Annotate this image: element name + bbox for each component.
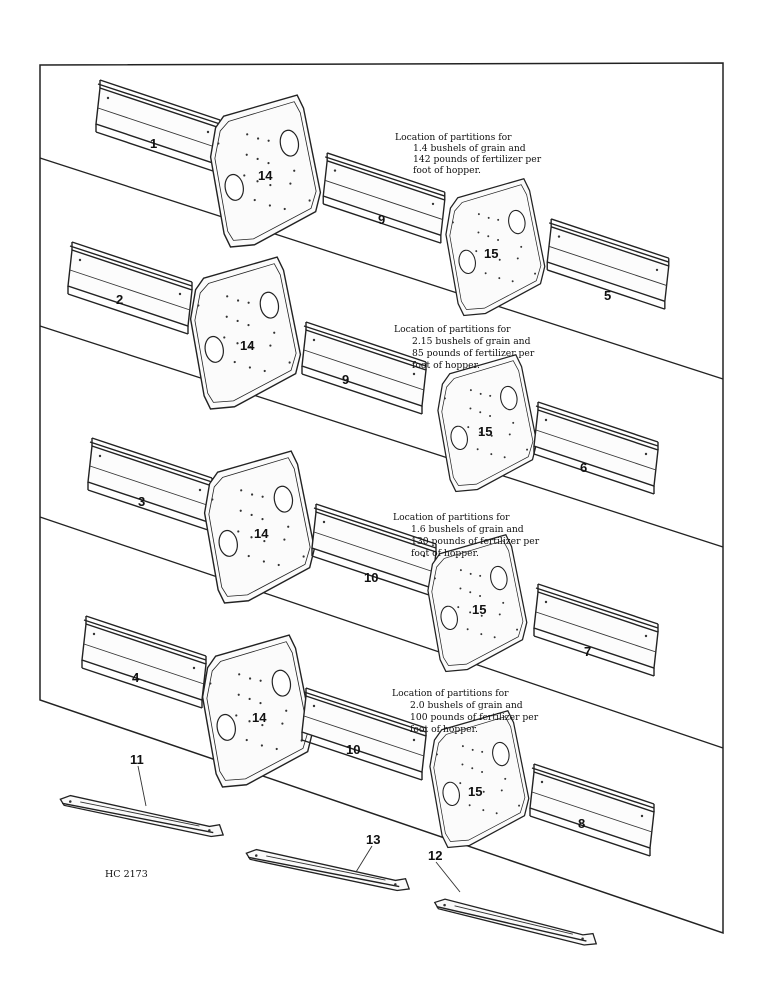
part-number: 10 (346, 742, 360, 757)
row-separator (39, 157, 724, 380)
part-number: 15 (472, 602, 486, 617)
part-number: 9 (342, 372, 349, 387)
part-number: 15 (484, 246, 498, 261)
partition-note: foot of hopper. (411, 548, 479, 559)
partition-note: Location of partitions for (392, 688, 509, 699)
part-number: 8 (578, 816, 585, 831)
row-separator (39, 516, 724, 749)
partition-note: 1.6 bushels of grain and (411, 524, 524, 535)
figure-code: HC 2173 (105, 869, 148, 880)
part-number: 15 (468, 784, 482, 799)
panel-3: 3 14 10 15 7 Location of partitions for … (87, 437, 659, 677)
row-separator (39, 325, 724, 548)
partition-note: Location of partitions for (393, 512, 510, 523)
partition-note: foot of hopper. (410, 724, 478, 735)
partition-note: Location of partitions for (395, 132, 512, 143)
part-number: 5 (604, 288, 611, 303)
panel-1: 1 14 9 15 5 Location of partitions for 1… (95, 79, 670, 319)
part-number: 6 (580, 460, 587, 475)
panel-4: 4 14 10 15 8 Location of partitions for … (81, 615, 655, 857)
partition-note: 130 pounds of fertilizer per (411, 536, 540, 547)
part-number: 15 (478, 424, 492, 439)
part-number: 9 (378, 212, 385, 227)
leader-line (435, 861, 461, 893)
part-number: 12 (428, 848, 442, 863)
part-number: 1 (150, 136, 157, 151)
rail-piece (431, 897, 600, 947)
rail-piece (244, 848, 412, 892)
partition-note: foot of hopper. (413, 165, 481, 176)
part-number: 11 (130, 752, 144, 767)
partition-note: 85 pounds of fertilizer per (412, 348, 535, 359)
part-number: 10 (364, 570, 378, 585)
partition-note: 1.4 bushels of grain and (413, 143, 526, 154)
part-number: 14 (254, 526, 269, 541)
part-number: 13 (366, 832, 380, 847)
part-number: 7 (584, 644, 591, 659)
part-number: 14 (240, 338, 255, 353)
partition-note: 142 pounds of fertilizer per (413, 154, 542, 165)
partition-note: 2.0 bushels of grain and (410, 700, 523, 711)
part-number: 14 (252, 710, 267, 725)
partition-note: foot of hopper. (412, 360, 480, 371)
part-number: 2 (116, 292, 123, 307)
panel-2: 2 14 9 15 6 Location of partitions for 2… (67, 241, 659, 495)
leader-line (137, 765, 147, 807)
partition-note: 100 pounds of fertilizer per (410, 712, 539, 723)
leader-line (355, 845, 373, 873)
partition-note: 2.15 bushels of grain and (412, 336, 531, 347)
partition-note: Location of partitions for (394, 324, 511, 335)
part-number: 3 (138, 494, 145, 509)
rails: 11 13 12 (58, 752, 600, 947)
part-number: 14 (258, 168, 273, 183)
rail-piece (58, 794, 226, 838)
part-number: 4 (132, 670, 140, 685)
